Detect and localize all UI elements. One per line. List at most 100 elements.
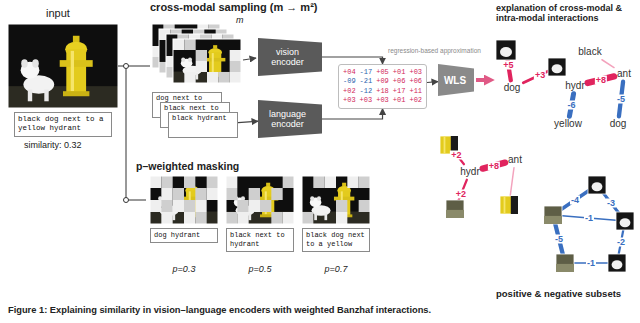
photo-part [342,183,346,187]
photo-part [150,176,161,188]
node-text: language encoder [263,109,312,130]
photo-part [196,61,207,72]
photo-part [302,212,313,224]
photo-part [184,39,195,50]
token-node: black [577,46,602,58]
panel-label: cross-modal sampling (m → m²) [150,1,317,14]
text-card: black hydrant [168,112,238,138]
photo-part [226,212,294,224]
photo-part [184,176,195,188]
text-box: black dog next to a yellow hydrant [14,112,112,137]
photo-part [63,91,89,96]
interaction-score: -5 [616,95,626,104]
score-cell: +17 [393,87,406,95]
score-cell: +06 [409,77,422,85]
score-cell: +04 [343,68,356,76]
patch-part [620,218,631,227]
photo-part [28,90,32,102]
patch-part [556,264,574,272]
photo-part [195,212,206,224]
patch-bg [616,212,634,230]
patch-part [592,182,603,191]
encoder-box: vision encoder [258,38,322,76]
score-cell: +03 [376,96,389,104]
score-cell: +02 [409,96,422,104]
output-arrow [476,78,486,82]
photo-part [195,73,198,79]
patch-part [500,47,512,57]
node-text: black next to hydrant [230,231,290,249]
photo-part [209,52,221,75]
flow-arrow [243,58,256,60]
photo-frame [302,176,370,224]
patch-links [449,50,625,263]
photo-part [283,176,294,188]
photo-part [226,176,237,188]
patch-part [511,196,518,214]
photo-part [44,90,48,102]
photo [302,176,370,224]
photo-frame [226,176,294,224]
patch-bg [500,196,518,214]
photo-part [212,53,214,74]
image-patch [544,206,562,224]
patch-part [504,196,506,214]
photo-part [271,188,282,200]
photo-part [21,59,28,67]
panel-label: similarity: 0.32 [24,140,82,150]
score-cell: -09 [343,77,356,85]
token-node: hydr [459,166,480,178]
photo [150,176,218,224]
photo-part [230,50,241,61]
photo-part [317,196,321,201]
patch-bg [556,254,574,272]
image-patch [616,212,634,230]
token-node: dog [609,118,628,130]
photo-part [302,176,370,224]
photo-part [195,188,206,200]
interaction-score: -3 [606,199,616,208]
photo-part [184,200,195,212]
photo-part [230,61,241,72]
branch-dot [124,198,129,203]
node-text: WLS [444,75,466,86]
interaction-score: -1 [584,214,594,223]
token-node: hydr [564,80,585,92]
patch-bg [608,254,626,272]
patch-part [552,64,563,73]
patch-bg [544,206,562,224]
photo-part [271,212,282,224]
interaction-score: -5 [554,235,564,244]
panel-label: regression-based approximation [388,47,481,54]
photo-part [188,57,192,61]
photo-part [32,59,39,67]
flow-arrow [322,109,383,119]
photo-part [336,200,347,212]
photo-part [66,49,86,93]
interaction-score: +5 [502,61,514,70]
score-cell: +05 [376,68,389,76]
node-text: ant [508,154,522,166]
patch-bg [588,176,606,194]
score-cell: +01 [393,96,406,104]
photo [173,39,241,83]
photo-part [313,176,324,188]
score-cell: +18 [376,87,389,95]
patch-part [444,136,446,154]
score-cell: +03 [360,96,373,104]
photo-part [184,72,195,83]
image-patch [556,254,574,272]
photo-part [249,188,260,200]
masked-text-box: black dog next to a yellow [302,228,370,252]
photo-part [249,200,260,212]
node-text: hydr [460,166,479,178]
panel-label: p=0.3 [173,264,196,274]
photo-part [325,176,336,188]
photo-part [73,36,80,43]
encoder-box: language encoder [258,100,322,138]
image-patch [446,200,464,218]
flow-arrow [322,57,383,64]
score-matrix: +04-17+05+01+03-09-21+09+06+06+02-12+18+… [338,64,427,109]
node-text: dog [610,118,627,130]
photo-part [266,183,270,187]
